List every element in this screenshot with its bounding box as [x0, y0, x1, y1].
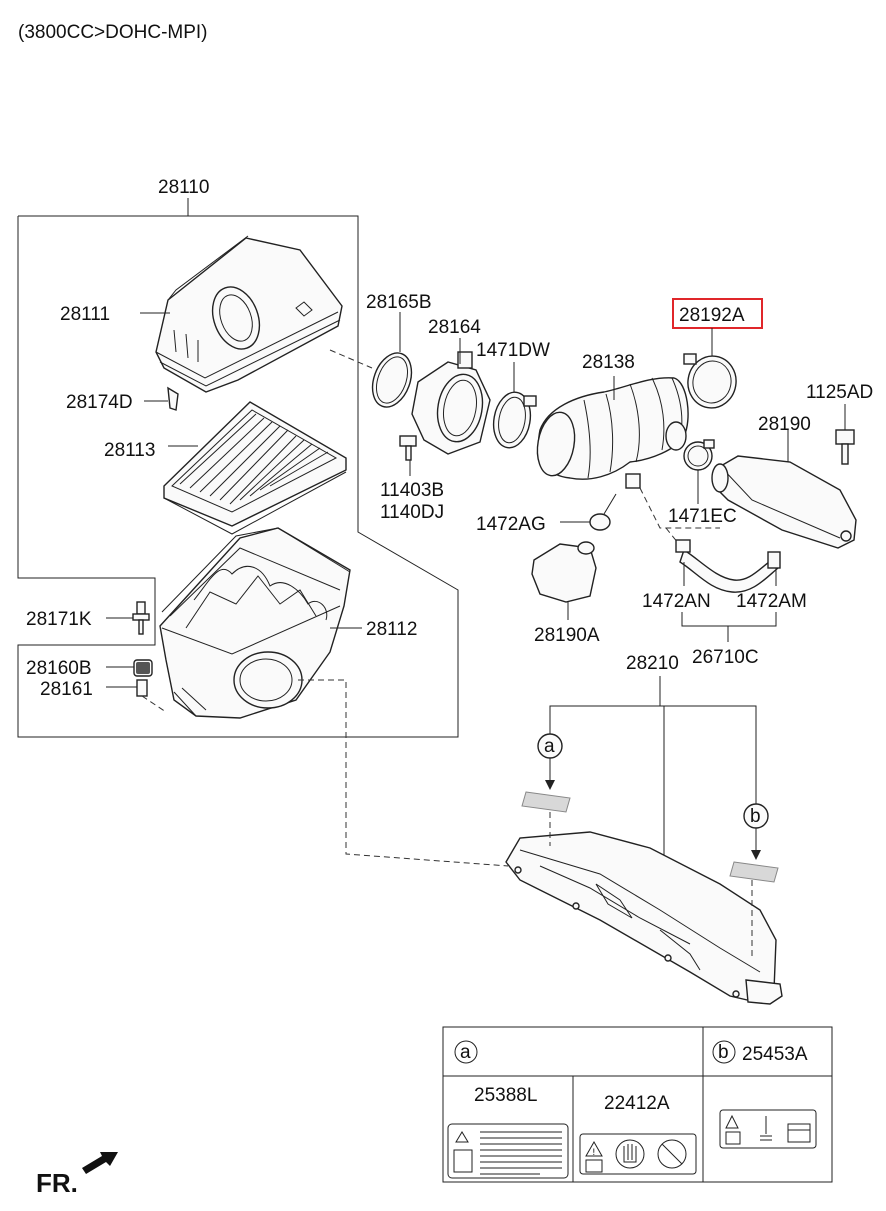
hose-clamp-1471EC — [683, 439, 715, 471]
svg-text:!: ! — [592, 1148, 596, 1158]
part-label-26710C[interactable]: 26710C — [692, 647, 759, 668]
part-label-1125AD[interactable]: 1125AD — [806, 382, 873, 403]
highlight-box-28192A — [672, 298, 763, 329]
callout-a[interactable]: a — [537, 733, 563, 759]
front-arrow-icon — [82, 1152, 118, 1174]
resonator — [711, 455, 857, 549]
air-cleaner-lower-case — [159, 527, 351, 719]
part-label-1471EC[interactable]: 1471EC — [668, 506, 737, 527]
legend-part-22412A[interactable]: 22412A — [604, 1093, 670, 1114]
legend-marker-a: a — [454, 1040, 478, 1064]
part-label-28171K[interactable]: 28171K — [26, 609, 92, 630]
svg-text:b: b — [750, 806, 761, 827]
part-label-28164[interactable]: 28164 — [428, 317, 481, 338]
part-label-28174D[interactable]: 28174D — [66, 392, 133, 413]
part-label-1472AM[interactable]: 1472AM — [736, 591, 807, 612]
svg-text:b: b — [718, 1042, 729, 1063]
part-label-28190A[interactable]: 28190A — [534, 625, 600, 646]
hose-clamp-28192A — [683, 353, 737, 409]
part-label-1472AN[interactable]: 1472AN — [642, 591, 711, 612]
coolant-label-graphic — [719, 1109, 817, 1149]
label-sticker-a — [521, 791, 571, 813]
label-sticker-b — [729, 861, 779, 883]
part-label-28165B[interactable]: 28165B — [366, 292, 432, 313]
clip-part — [167, 386, 179, 411]
part-label-28210[interactable]: 28210 — [626, 653, 679, 674]
small-resonator — [531, 541, 597, 603]
intake-hose — [536, 377, 689, 489]
engine-spec-header: (3800CC>DOHC-MPI) — [18, 22, 208, 43]
part-label-28190[interactable]: 28190 — [758, 414, 811, 435]
svg-text:a: a — [544, 736, 555, 757]
part-label-28192A[interactable]: 28192A — [679, 305, 745, 326]
air-filter-element — [163, 401, 347, 535]
bolt-part-28171K — [132, 601, 150, 635]
part-label-1471DW[interactable]: 1471DW — [476, 340, 550, 361]
screw-part — [399, 435, 417, 461]
part-label-28161[interactable]: 28161 — [40, 679, 93, 700]
legend-marker-b: b — [712, 1040, 736, 1064]
vent-hose-assembly — [675, 539, 781, 593]
part-label-28112[interactable]: 28112 — [366, 619, 417, 640]
part-label-28110[interactable]: 28110 — [158, 177, 209, 198]
part-label-28160B[interactable]: 28160B — [26, 658, 92, 679]
caution-icons-label: ! — [579, 1133, 697, 1175]
part-label-28111[interactable]: 28111 — [60, 304, 110, 325]
warning-label-graphic — [447, 1123, 569, 1179]
air-cleaner-upper-cover — [155, 235, 343, 393]
front-direction-label: FR. — [36, 1168, 78, 1198]
hose-clamp-1471DW — [492, 391, 537, 449]
part-label-1140DJ[interactable]: 1140DJ — [380, 502, 444, 523]
connector-1472AG — [589, 493, 617, 531]
legend-part-25453A[interactable]: 25453A — [742, 1044, 808, 1065]
part-label-28138[interactable]: 28138 — [582, 352, 635, 373]
legend-table — [442, 1026, 833, 1183]
air-cleaner-assembly-box — [17, 198, 459, 738]
air-flow-sensor — [411, 351, 491, 455]
callout-b[interactable]: b — [743, 803, 769, 829]
air-intake-duct — [505, 831, 783, 1005]
part-label-28113[interactable]: 28113 — [104, 440, 155, 461]
collar-part — [136, 679, 148, 697]
part-label-11403B[interactable]: 11403B — [380, 480, 444, 501]
gasket-ring — [371, 352, 413, 408]
svg-text:a: a — [460, 1042, 471, 1063]
part-label-1472AG[interactable]: 1472AG — [476, 514, 546, 535]
bolt-part-1125AD — [835, 429, 855, 465]
grommet-part — [133, 659, 153, 677]
legend-part-25388L[interactable]: 25388L — [474, 1085, 537, 1106]
